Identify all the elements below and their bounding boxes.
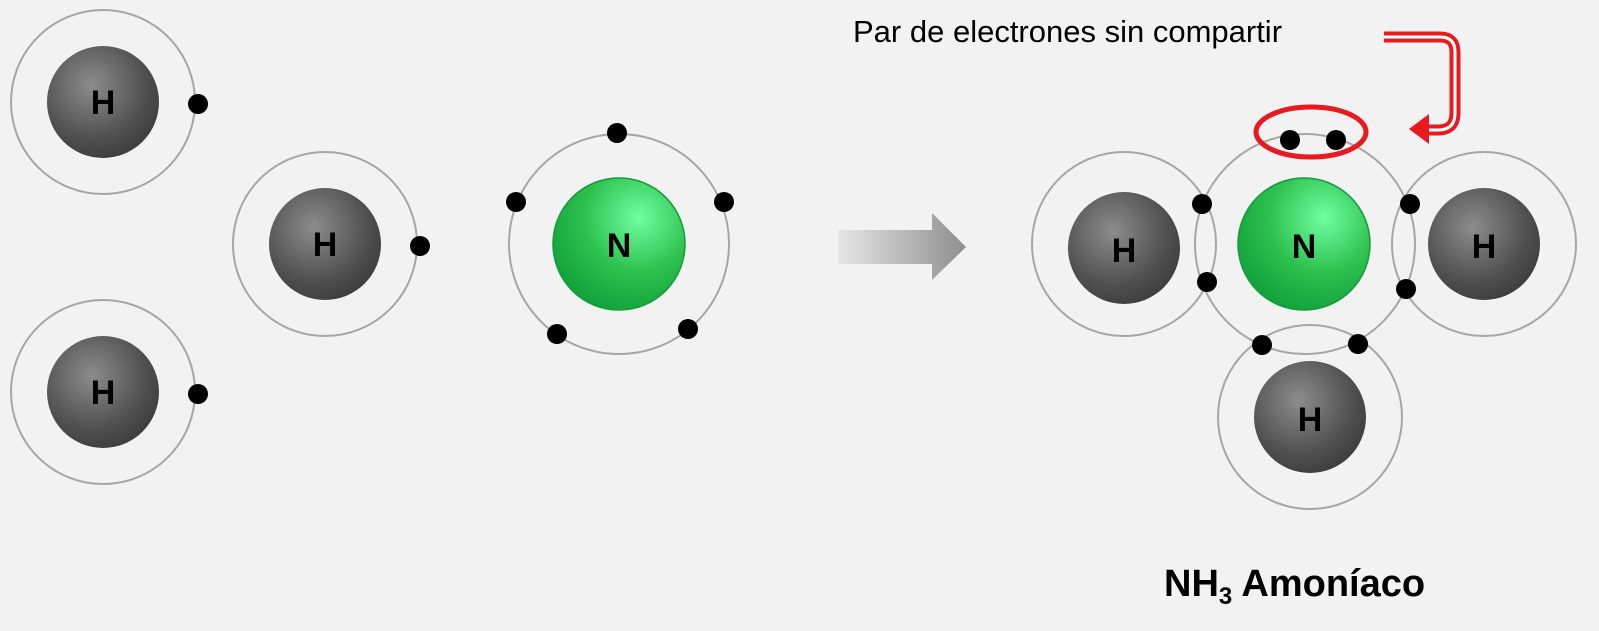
hydrogen-atom-1: H <box>10 9 208 195</box>
reaction-arrow-icon <box>838 213 966 280</box>
shared-electron <box>1192 194 1212 214</box>
hydrogen-nucleus <box>269 188 381 300</box>
nitrogen-nucleus <box>1237 177 1371 311</box>
nitrogen-symbol: N <box>607 227 632 265</box>
electron-shell <box>1391 151 1577 337</box>
shared-electron <box>1396 279 1416 299</box>
compound-name: Amoníaco <box>1241 563 1426 605</box>
hydrogen-nucleus <box>47 46 159 158</box>
hydrogen-symbol: H <box>91 374 116 412</box>
shared-electron <box>1197 272 1217 292</box>
electron-shell <box>1194 133 1416 355</box>
hydrogen-nucleus <box>1068 192 1180 304</box>
shared-electron <box>1400 194 1420 214</box>
electron-shell <box>1217 324 1403 510</box>
nitrogen-symbol: N <box>1292 228 1317 266</box>
callout-arrow-icon <box>1384 31 1461 144</box>
lone-pair-highlight <box>1253 104 1369 160</box>
shared-electron <box>1348 334 1368 354</box>
ammonia-molecule: H H H N <box>1031 104 1577 510</box>
hydrogen-atom-3: H <box>10 299 208 485</box>
hydrogen-atom-2: H <box>232 151 430 337</box>
electron <box>547 324 567 344</box>
electron <box>506 192 526 212</box>
electron <box>607 123 627 143</box>
electron <box>678 319 698 339</box>
formula-subscript: 3 <box>1218 583 1233 610</box>
shared-electron <box>1252 335 1272 355</box>
formula-base: NH <box>1164 563 1219 605</box>
electron <box>714 192 734 212</box>
nitrogen-atom: N <box>506 123 734 355</box>
product-caption: NH3 Amoníaco <box>1164 563 1425 611</box>
electron-shell <box>1031 151 1217 337</box>
electron <box>188 94 208 114</box>
hydrogen-symbol: H <box>1298 401 1323 439</box>
hydrogen-nucleus <box>1428 188 1540 300</box>
hydrogen-symbol: H <box>313 226 338 264</box>
lone-pair-electron <box>1326 130 1346 150</box>
electron <box>188 384 208 404</box>
electron <box>410 236 430 256</box>
hydrogen-symbol: H <box>1112 232 1137 270</box>
hydrogen-symbol: H <box>1472 228 1497 266</box>
nitrogen-nucleus <box>552 177 686 311</box>
lone-pair-label: Par de electrones sin compartir <box>853 14 1283 49</box>
lone-pair-electron <box>1280 130 1300 150</box>
hydrogen-symbol: H <box>91 84 116 122</box>
hydrogen-nucleus <box>1254 361 1366 473</box>
hydrogen-nucleus <box>47 336 159 448</box>
